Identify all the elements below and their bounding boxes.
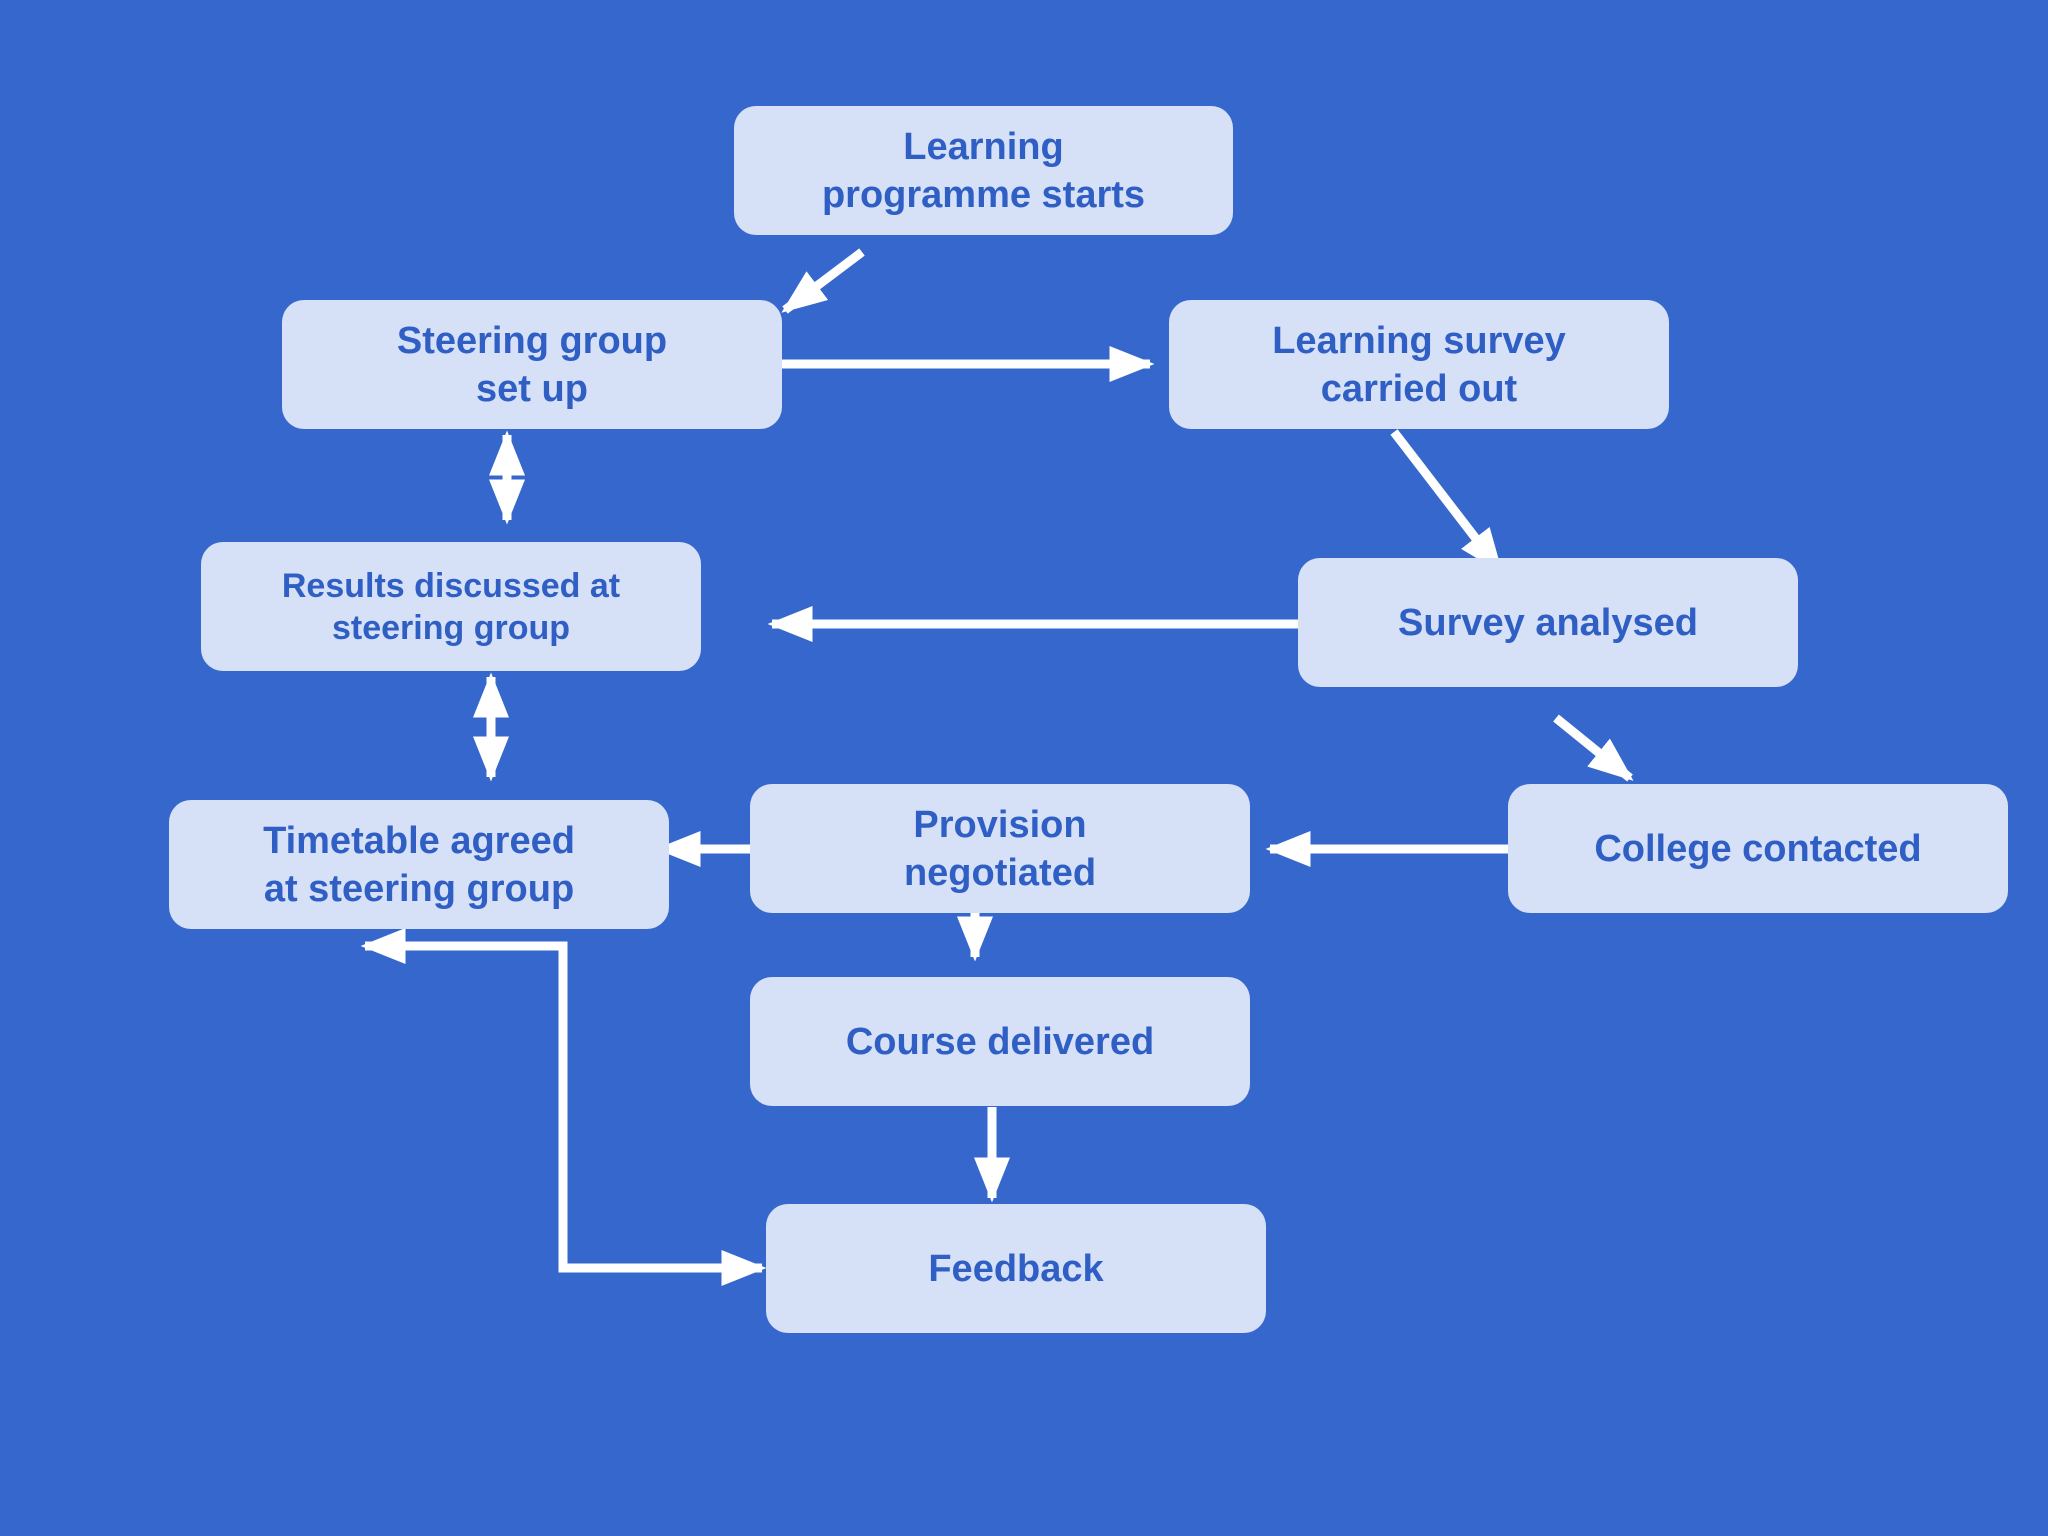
node-results-discussed: Results discussed at steering group (201, 542, 701, 671)
node-learning-survey-carried-out: Learning survey carried out (1169, 300, 1669, 429)
arrow-analysed-to-college (1553, 714, 1634, 782)
node-college-contacted: College contacted (1508, 784, 2008, 913)
node-steering-group-set-up: Steering group set up (282, 300, 782, 429)
arrow-feedback-timetable (360, 928, 767, 1286)
node-learning-programme-starts: Learning programme starts (734, 106, 1233, 235)
node-timetable-agreed: Timetable agreed at steering group (169, 800, 669, 929)
node-survey-analysed: Survey analysed (1298, 558, 1798, 687)
node-feedback: Feedback (766, 1204, 1266, 1333)
node-provision-negotiated: Provision negotiated (750, 784, 1250, 913)
node-course-delivered: Course delivered (750, 977, 1250, 1106)
arrow-start-to-steering (781, 248, 865, 314)
arrow-survey-to-analysed (1390, 429, 1504, 574)
